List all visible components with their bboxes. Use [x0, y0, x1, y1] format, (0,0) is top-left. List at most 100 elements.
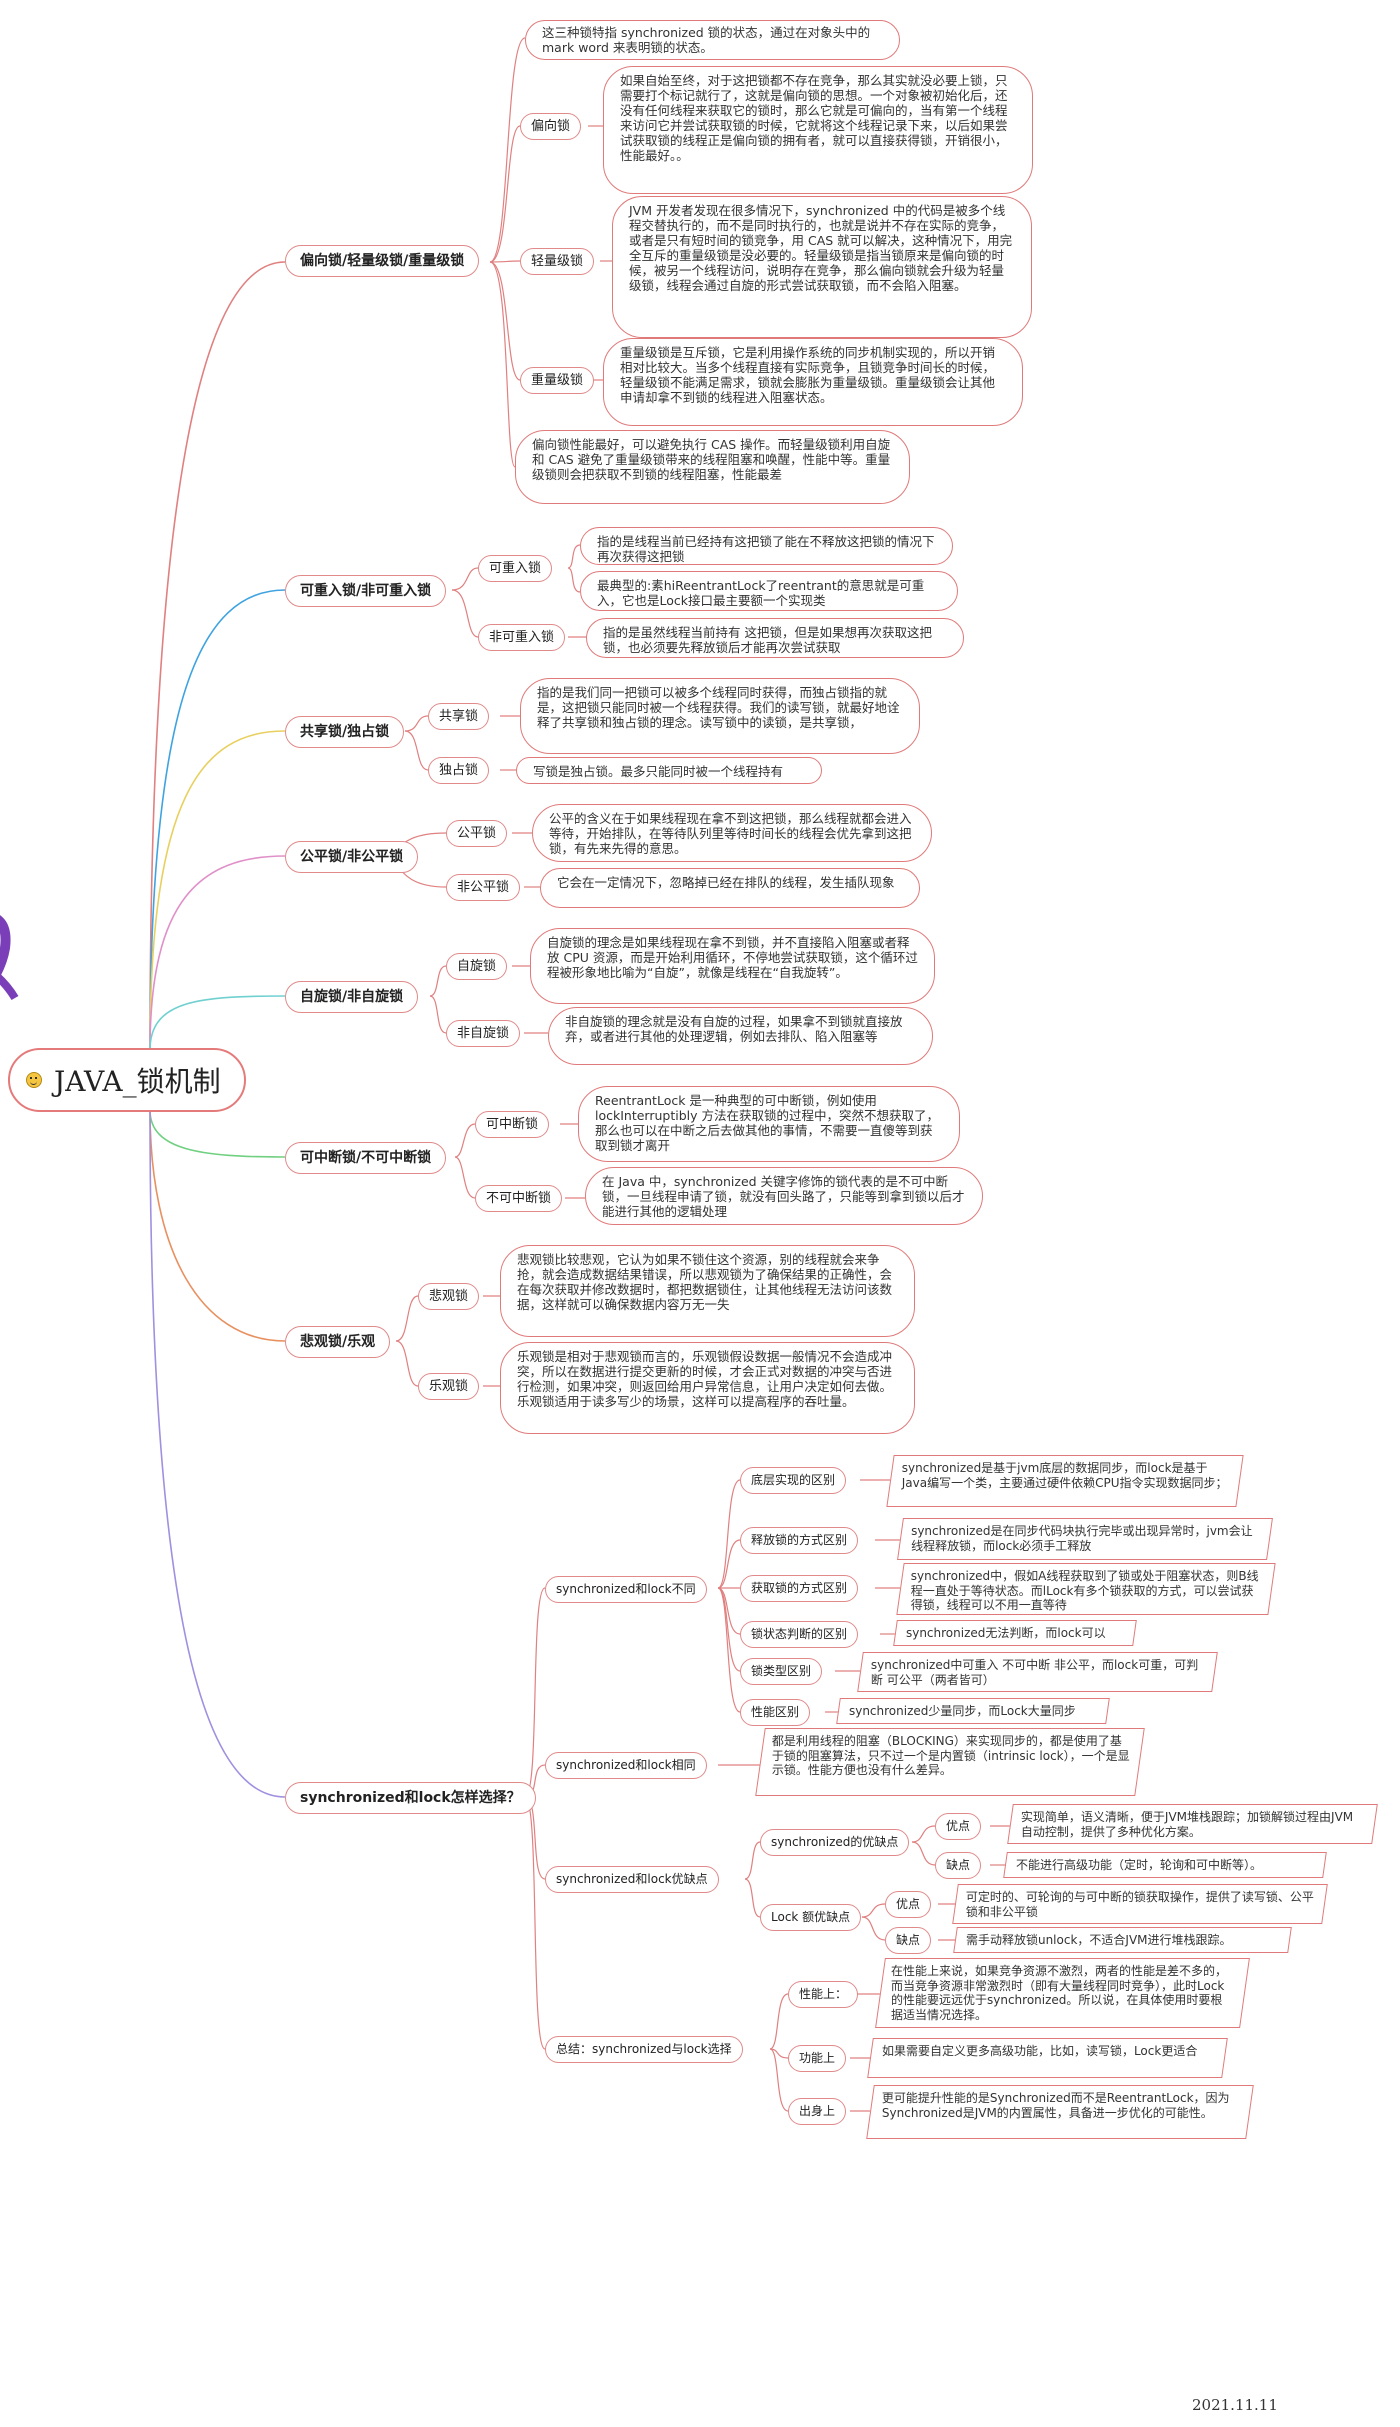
summary-perf-text: 在性能上来说，如果竞争资源不激烈，两者的性能是差不多的，而当竞争资源非常激烈时（…	[891, 1964, 1228, 2022]
summary-func-label[interactable]: 功能上	[788, 2045, 847, 2072]
summary-origin-text: 更可能提升性能的是Synchronized而不是ReentrantLock，因为…	[881, 2091, 1230, 2120]
node-heavyweight-lock[interactable]: 重量级锁	[520, 367, 595, 394]
b2-reentrant-note-1: 指的是线程当前已经持有这把锁了能在不释放这把锁的情况下再次获得这把锁	[580, 527, 953, 565]
diff-item-label-0[interactable]: 底层实现的区别	[740, 1467, 847, 1494]
b7-optimistic-text: 乐观锁是相对于悲观锁而言的，乐观锁假设数据一般情况不会造成冲突，所以在数据进行提…	[517, 1349, 893, 1409]
branch-fair-unfair[interactable]: 公平锁/非公平锁	[285, 841, 419, 873]
sync-con-label[interactable]: 缺点	[935, 1852, 982, 1879]
node-unfair-lock[interactable]: 非公平锁	[446, 874, 521, 901]
node-exclusive-lock[interactable]: 独占锁	[428, 757, 490, 784]
b2-nonreentrant-note: 指的是虽然线程当前持有 这把锁，但是如果想再次获取这把锁，也必须要先释放锁后才能…	[586, 618, 964, 658]
node-sync-lock-same[interactable]: synchronized和lock相同	[545, 1752, 707, 1779]
node-biased-lock[interactable]: 偏向锁	[520, 113, 582, 140]
diff-item-note-4: synchronized中可重入 不可中断 非公平，而lock可重，可判断 可公…	[857, 1652, 1218, 1692]
branch-shared-exclusive[interactable]: 共享锁/独占锁	[285, 716, 405, 748]
b1-intro-text: 这三种锁特指 synchronized 锁的状态，通过在对象头中的 mark w…	[542, 25, 871, 55]
b1-light-note: JVM 开发者发现在很多情况下，synchronized 中的代码是被多个线程交…	[612, 196, 1032, 338]
summary-perf-note: 在性能上来说，如果竞争资源不激烈，两者的性能是差不多的，而当竞争资源非常激烈时（…	[875, 1958, 1250, 2028]
lock-con-text: 需手动释放锁unlock，不适合JVM进行堆栈跟踪。	[965, 1933, 1232, 1947]
b2-reentrant-note-2: 最典型的:素hiReentrantLock了reentrant的意思就是可重入，…	[580, 571, 958, 611]
sync-pro-label[interactable]: 优点	[935, 1813, 982, 1840]
diff-item-note-2: synchronized中，假如A线程获取到了锁或处于阻塞状态，则B线程一直处于…	[896, 1563, 1276, 1615]
sync-pro-text: 实现简单，语义清晰，便于JVM堆栈跟踪；加锁解锁过程由JVM自动控制，提供了多种…	[1020, 1810, 1354, 1839]
b3-shared-text: 指的是我们同一把锁可以被多个线程同时获得，而独占锁指的就是，这把锁只能同时被一个…	[537, 685, 900, 730]
diff-item-label-4[interactable]: 锁类型区别	[740, 1658, 823, 1685]
lock-con-note: 需手动释放锁unlock，不适合JVM进行堆栈跟踪。	[953, 1927, 1292, 1953]
b1-light-text: JVM 开发者发现在很多情况下，synchronized 中的代码是被多个线程交…	[629, 203, 1013, 293]
diff-item-label-2[interactable]: 获取锁的方式区别	[740, 1575, 859, 1602]
summary-perf-label[interactable]: 性能上：	[788, 1981, 859, 2008]
diff-item-note-0: synchronized是基于jvm底层的数据同步，而lock是基于Java编写…	[886, 1455, 1244, 1507]
root-title: JAVA_锁机制	[54, 1065, 221, 1098]
branch-biased-light-heavy[interactable]: 偏向锁/轻量级锁/重量级锁	[285, 245, 480, 277]
diff-item-label-5[interactable]: 性能区别	[740, 1699, 811, 1726]
summary-origin-label[interactable]: 出身上	[788, 2098, 847, 2125]
b2-reentrant-text-2: 最典型的:素hiReentrantLock了reentrant的意思就是可重入，…	[597, 578, 925, 608]
branch-pessimistic-optimistic[interactable]: 悲观锁/乐观	[285, 1326, 391, 1358]
b4-fair-note: 公平的含义在于如果线程现在拿不到这把锁，那么线程就都会进入等待，开始排队，在等待…	[532, 804, 932, 862]
b6-noninterruptible-note: 在 Java 中，synchronized 关键字修饰的锁代表的是不可中断锁，一…	[585, 1167, 983, 1225]
summary-func-text: 如果需要自定义更多高级功能，比如，读写锁，Lock更适合	[881, 2044, 1198, 2058]
node-sync-lock-differences[interactable]: synchronized和lock不同	[545, 1576, 707, 1603]
footer-date: 2021.11.11	[1192, 2396, 1278, 2414]
b5-spin-text: 自旋锁的理念是如果线程现在拿不到锁，并不直接陷入阻塞或者释放 CPU 资源，而是…	[547, 935, 918, 980]
diff-item-text-1: synchronized是在同步代码块执行完毕或出现异常时，jvm会让线程释放锁…	[911, 1524, 1253, 1553]
branch-reentrant[interactable]: 可重入锁/非可重入锁	[285, 575, 447, 607]
b2-nonreentrant-text: 指的是虽然线程当前持有 这把锁，但是如果想再次获取这把锁，也必须要先释放锁后才能…	[603, 625, 932, 655]
b7-pessimistic-note: 悲观锁比较悲观，它认为如果不锁住这个资源，别的线程就会来争抢，就会造成数据结果错…	[500, 1245, 915, 1337]
diff-item-note-3: synchronized无法判断，而lock可以	[893, 1620, 1137, 1646]
b5-nonspin-note: 非自旋锁的理念就是没有自旋的过程，如果拿不到锁就直接放弃，或者进行其他的处理逻辑…	[548, 1007, 933, 1065]
branch-spin[interactable]: 自旋锁/非自旋锁	[285, 981, 419, 1013]
diff-item-text-5: synchronized少量同步，而Lock大量同步	[848, 1704, 1076, 1718]
sync-con-text: 不能进行高级功能（定时，轮询和可中断等）。	[1015, 1858, 1262, 1872]
octopus-mascot-icon	[0, 915, 19, 1001]
diff-item-note-1: synchronized是在同步代码块执行完毕或出现异常时，jvm会让线程释放锁…	[897, 1518, 1273, 1560]
diff-item-label-3[interactable]: 锁状态判断的区别	[740, 1621, 859, 1648]
node-lock-pros-cons[interactable]: Lock 额优缺点	[760, 1904, 862, 1931]
node-sync-pros-cons[interactable]: synchronized的优缺点	[760, 1829, 910, 1856]
b1-biased-text: 如果自始至终，对于这把锁都不存在竞争，那么其实就没必要上锁，只需要打个标记就行了…	[620, 73, 1008, 163]
b1-summary-note: 偏向锁性能最好，可以避免执行 CAS 操作。而轻量级锁利用自旋和 CAS 避免了…	[515, 430, 910, 504]
node-pessimistic-lock[interactable]: 悲观锁	[418, 1283, 480, 1310]
diff-item-text-0: synchronized是基于jvm底层的数据同步，而lock是基于Java编写…	[901, 1461, 1228, 1490]
node-nonspin-lock[interactable]: 非自旋锁	[446, 1020, 521, 1047]
sync-con-note: 不能进行高级功能（定时，轮询和可中断等）。	[1003, 1852, 1327, 1878]
same-text: 都是利用线程的阻塞（BLOCKING）来实现同步的，都是使用了基于锁的阻塞算法，…	[771, 1734, 1130, 1777]
node-optimistic-lock[interactable]: 乐观锁	[418, 1373, 480, 1400]
b6-noninterruptible-text: 在 Java 中，synchronized 关键字修饰的锁代表的是不可中断锁，一…	[602, 1174, 965, 1219]
b7-pessimistic-text: 悲观锁比较悲观，它认为如果不锁住这个资源，别的线程就会来争抢，就会造成数据结果错…	[517, 1252, 893, 1312]
diff-item-text-4: synchronized中可重入 不可中断 非公平，而lock可重，可判断 可公…	[870, 1658, 1199, 1687]
node-fair-lock[interactable]: 公平锁	[446, 820, 508, 847]
node-noninterruptible-lock[interactable]: 不可中断锁	[475, 1185, 563, 1212]
lock-con-label[interactable]: 缺点	[885, 1927, 932, 1954]
smiley-icon	[26, 1072, 42, 1088]
diff-item-label-1[interactable]: 释放锁的方式区别	[740, 1527, 859, 1554]
b1-intro-note: 这三种锁特指 synchronized 锁的状态，通过在对象头中的 mark w…	[525, 20, 900, 60]
node-interruptible-lock[interactable]: 可中断锁	[475, 1111, 550, 1138]
summary-origin-note: 更可能提升性能的是Synchronized而不是ReentrantLock，因为…	[866, 2085, 1254, 2139]
b6-interruptible-text: ReentrantLock 是一种典型的可中断锁，例如使用 lockInterr…	[595, 1093, 940, 1153]
sync-pro-note: 实现简单，语义清晰，便于JVM堆栈跟踪；加锁解锁过程由JVM自动控制，提供了多种…	[1007, 1804, 1378, 1844]
branch-interruptible[interactable]: 可中断锁/不可中断锁	[285, 1142, 447, 1174]
lock-pro-label[interactable]: 优点	[885, 1891, 932, 1918]
node-lightweight-lock[interactable]: 轻量级锁	[520, 248, 595, 275]
b1-heavy-text: 重量级锁是互斥锁，它是利用操作系统的同步机制实现的，所以开销相对比较大。当多个线…	[620, 345, 996, 405]
b4-unfair-text: 它会在一定情况下，忽略掉已经在排队的线程，发生插队现象	[557, 875, 895, 890]
branch-sync-vs-lock[interactable]: synchronized和lock怎样选择？	[285, 1782, 536, 1814]
lock-pro-note: 可定时的、可轮询的与可中断的锁获取操作，提供了读写锁、公平锁和非公平锁	[952, 1884, 1328, 1924]
b7-optimistic-note: 乐观锁是相对于悲观锁而言的，乐观锁假设数据一般情况不会造成冲突，所以在数据进行提…	[500, 1342, 915, 1434]
node-spin-lock[interactable]: 自旋锁	[446, 953, 508, 980]
root-node[interactable]: JAVA_锁机制	[8, 1048, 246, 1112]
b5-nonspin-text: 非自旋锁的理念就是没有自旋的过程，如果拿不到锁就直接放弃，或者进行其他的处理逻辑…	[565, 1014, 903, 1044]
b5-spin-note: 自旋锁的理念是如果线程现在拿不到锁，并不直接陷入阻塞或者释放 CPU 资源，而是…	[530, 928, 935, 1004]
diff-item-text-2: synchronized中，假如A线程获取到了锁或处于阻塞状态，则B线程一直处于…	[910, 1569, 1259, 1612]
node-reentrant-lock[interactable]: 可重入锁	[478, 555, 553, 582]
node-sync-lock-pros-cons[interactable]: synchronized和lock优缺点	[545, 1866, 719, 1893]
b1-summary-text: 偏向锁性能最好，可以避免执行 CAS 操作。而轻量级锁利用自旋和 CAS 避免了…	[532, 437, 891, 482]
node-shared-lock[interactable]: 共享锁	[428, 703, 490, 730]
b1-biased-note: 如果自始至终，对于这把锁都不存在竞争，那么其实就没必要上锁，只需要打个标记就行了…	[603, 66, 1033, 194]
node-nonreentrant-lock[interactable]: 非可重入锁	[478, 624, 566, 651]
lock-pro-text: 可定时的、可轮询的与可中断的锁获取操作，提供了读写锁、公平锁和非公平锁	[965, 1890, 1314, 1919]
node-summary-choice[interactable]: 总结：synchronized与lock选择	[545, 2036, 743, 2063]
